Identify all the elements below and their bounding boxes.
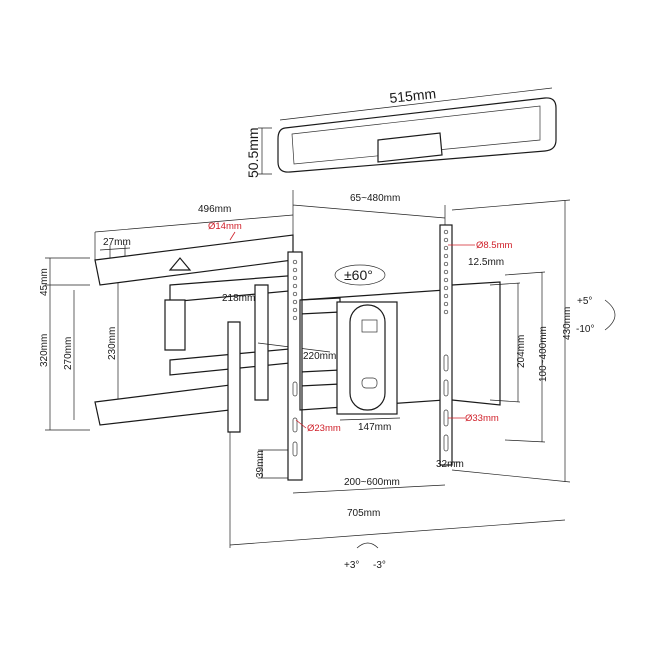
vesa-horizontal-label: 200~600mm [344, 477, 400, 488]
soundbar-height-label: 50.5mm [245, 127, 261, 178]
tilt-arrow-icon [604, 299, 616, 331]
bottom-offset-label: 39mm [255, 450, 266, 478]
arm-length-2-label: 220mm [303, 351, 336, 362]
inner-height-label: 204mm [516, 335, 527, 368]
hole-pitch-label: 27mm [103, 237, 131, 248]
swing-arms [164, 274, 341, 433]
plate-height-label: 270mm [63, 337, 74, 370]
callout-lines [229, 231, 475, 429]
swivel-label: ±60° [344, 267, 373, 283]
wall-hole-label: Ø14mm [208, 221, 242, 232]
vesa-vertical-label: 100~400mm [538, 326, 549, 382]
tilt-down-label: -10° [576, 324, 594, 335]
total-width-label: 705mm [347, 508, 380, 519]
vesa-small-hole-label: Ø8.5mm [476, 240, 513, 251]
arm-span-label: 65~480mm [350, 193, 400, 204]
left-rail [287, 251, 303, 481]
tilt-up-label: +5° [577, 296, 592, 307]
level-minus-label: -3° [373, 560, 386, 571]
total-height-right-label: 430mm [562, 307, 573, 340]
arm-length-1-label: 218mm [222, 293, 255, 304]
hole-23-label: Ø23mm [307, 423, 341, 434]
top-offset-label: 45mm [39, 268, 50, 296]
soundbar-width-label: 515mm [389, 85, 437, 106]
center-plate [299, 264, 446, 415]
soundbar [258, 87, 557, 175]
right-rail [439, 224, 501, 466]
wall-plate-width-label: 496mm [198, 204, 231, 215]
center-plate-width-label: 147mm [358, 422, 391, 433]
total-height-left-label: 320mm [39, 334, 50, 367]
hole-33-label: Ø33mm [465, 413, 499, 424]
hole-spacing-label: 12.5mm [468, 257, 504, 268]
level-arrow-icon [356, 542, 379, 549]
arm-height-label: 230mm [107, 327, 118, 360]
rail-width-label: 32mm [436, 459, 464, 470]
level-plus-label: +3° [344, 560, 359, 571]
